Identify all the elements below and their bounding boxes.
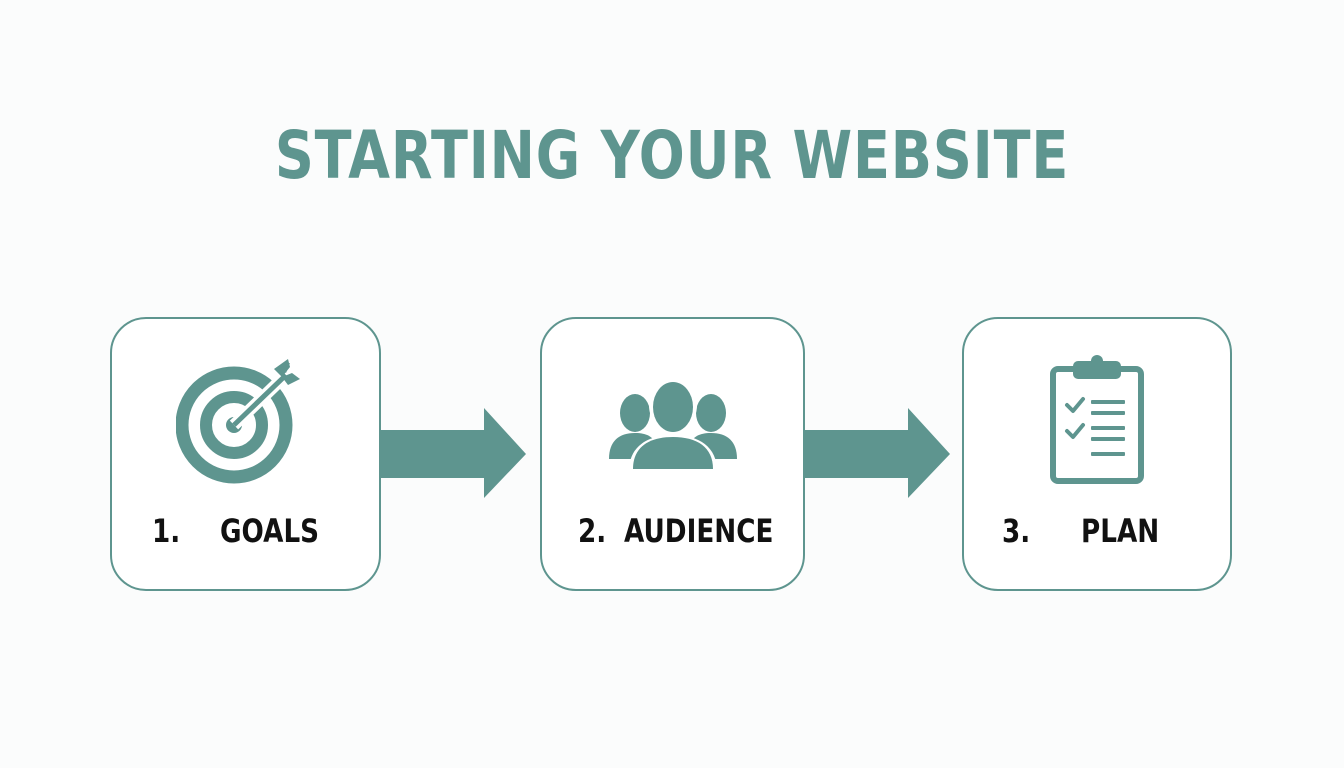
step-title: AUDIENCE [623,512,773,550]
step-title: GOALS [219,512,319,550]
step-number: 1. [152,512,181,550]
step-number: 3. [1002,512,1031,550]
people-group-icon [542,355,803,485]
diagram-title: STARTING YOUR WEBSITE [274,117,1070,194]
arrow-right-icon [804,408,952,505]
step-audience-label: 2. AUDIENCE [542,509,803,553]
step-goals-label: 1. GOALS [112,509,379,553]
step-title: PLAN [1080,512,1160,550]
target-arrow-icon [112,355,379,485]
step-plan-label: 3. PLAN [964,509,1230,553]
step-number: 2. [578,512,607,550]
clipboard-checklist-icon [964,355,1230,485]
step-goals-box: 1. GOALS [110,317,381,591]
step-audience-box: 2. AUDIENCE [540,317,805,591]
arrow-right-icon [380,408,528,505]
step-plan-box: 3. PLAN [962,317,1232,591]
